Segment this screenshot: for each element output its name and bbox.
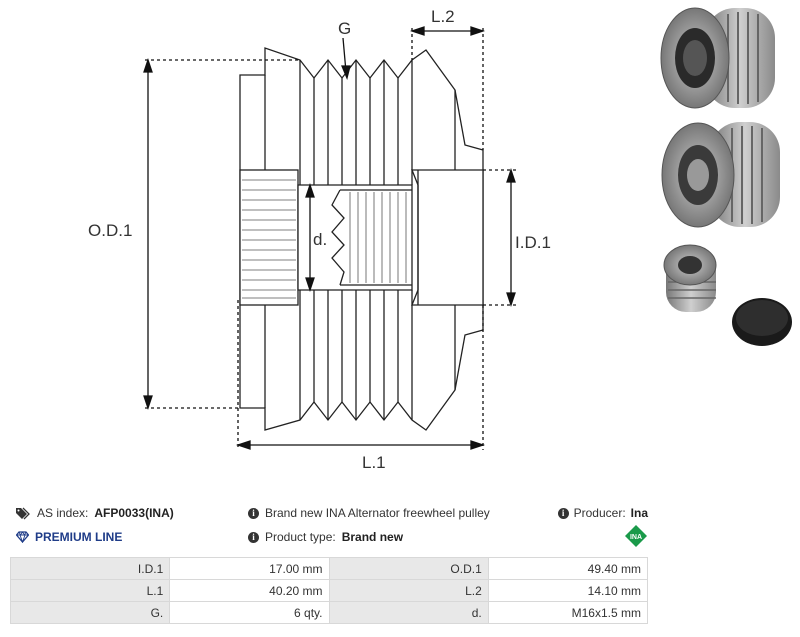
dim-label-od1: O.D.1 [88,221,132,240]
producer: i Producer: Ina [557,502,648,524]
info-icon: i [248,507,259,519]
info-icon: i [557,507,569,519]
dim-label-l1: L.1 [362,453,386,472]
pulley-technical-drawing: G L.2 O.D.1 d. I.D.1 L.1 [88,7,551,472]
table-row: G. 6 qty. d. M16x1.5 mm [9,601,649,624]
product-type: i Product type: Brand new [248,526,403,548]
product-type-value: Brand new [341,530,404,544]
as-index-value: AFP0033(INA) [94,506,174,520]
spec-label: L.2 [328,579,489,602]
dim-label-l2: L.2 [431,7,455,26]
ina-logo-text: INA [630,534,642,541]
dim-label-d: d. [313,230,327,249]
dim-label-id1: I.D.1 [515,233,551,252]
product-photos [660,7,792,346]
spec-label: O.D.1 [328,557,489,580]
diamond-icon [16,531,29,543]
dim-label-g: G [338,19,351,38]
as-index: AS index: AFP0033(INA) [16,502,174,524]
photo-pulley-front [660,7,775,109]
spec-label: d. [328,601,489,624]
ina-brand-logo: INA [625,525,647,547]
spec-value: 49.40 mm [487,557,649,580]
specs-table: I.D.1 17.00 mm O.D.1 49.40 mm L.1 40.20 … [9,557,649,624]
premium-line-text: PREMIUM LINE [35,530,123,544]
producer-label: Producer: [573,506,626,520]
table-row: I.D.1 17.00 mm O.D.1 49.40 mm [9,557,649,580]
spec-label: L.1 [9,579,171,602]
as-index-label: AS index: [37,506,89,520]
premium-line: PREMIUM LINE [16,526,122,548]
photo-pulley-with-cap [663,244,792,346]
spec-label: I.D.1 [9,557,171,580]
info-icon: i [248,531,259,543]
spec-label: G. [9,601,171,624]
description: i Brand new INA Alternator freewheel pul… [248,502,490,524]
info-row-2: PREMIUM LINE i Product type: Brand new [0,526,660,548]
product-type-label: Product type: [265,530,336,544]
table-row: L.1 40.20 mm L.2 14.10 mm [9,579,649,602]
spec-value: 6 qty. [169,601,330,624]
tags-icon [16,507,30,519]
photo-pulley-angle [661,122,780,228]
spec-value: 14.10 mm [487,579,649,602]
description-text: Brand new INA Alternator freewheel pulle… [265,506,490,520]
spec-value: M16x1.5 mm [487,601,649,624]
info-row-1: AS index: AFP0033(INA) i Brand new INA A… [0,502,660,524]
spec-value: 17.00 mm [169,557,330,580]
spec-value: 40.20 mm [169,579,330,602]
producer-value: Ina [630,506,648,520]
